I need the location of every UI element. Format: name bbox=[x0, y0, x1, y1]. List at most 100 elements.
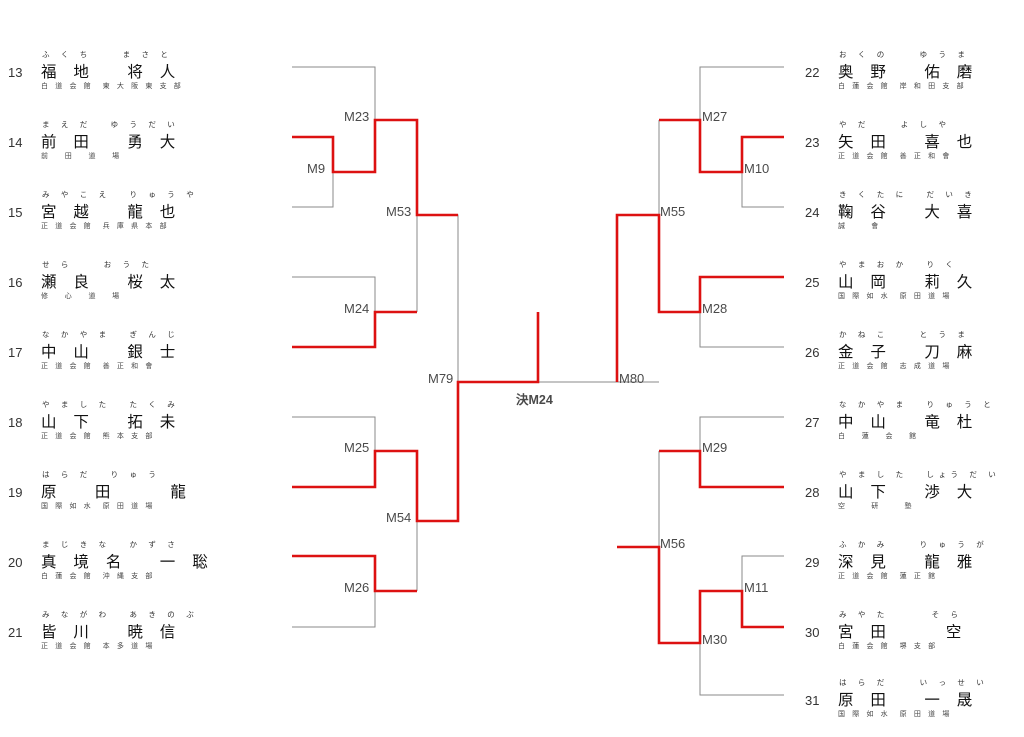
player-furigana: は ら だ い っ せ い bbox=[839, 678, 989, 687]
match-label-m26: M26 bbox=[344, 580, 369, 595]
seed-number: 23 bbox=[805, 135, 820, 150]
seed-number: 17 bbox=[8, 345, 23, 360]
player-entry: 30 み や た そ ら 宮 田 空 白 蓮 会 館 堺 支 部 bbox=[800, 610, 1020, 665]
win-left-14 bbox=[292, 118, 458, 217]
seed-number: 19 bbox=[8, 485, 23, 500]
win-left-20 bbox=[292, 554, 417, 593]
line-m9-bottom bbox=[292, 172, 334, 208]
player-furigana: は ら だ り ゅ う bbox=[42, 470, 161, 479]
player-affiliation: 正 道 会 館 本 多 道 場 bbox=[41, 642, 155, 650]
player-entry: 29 ふ か み り ゅ う が 深 見 龍 雅 正 道 会 館 蓮 正 館 bbox=[800, 540, 1020, 595]
match-label-m54: M54 bbox=[386, 510, 411, 525]
match-label-final: 決M24 bbox=[516, 392, 553, 407]
match-label-m10: M10 bbox=[744, 161, 769, 176]
player-entry: 14 ま え だ ゆ う だ い 前 田 勇 大 前 田 道 場 bbox=[0, 120, 280, 175]
player-furigana: ま じ き な か ず さ bbox=[42, 540, 180, 549]
player-entry: 23 や だ よ し や 矢 田 喜 也 正 道 会 館 善 正 和 會 bbox=[800, 120, 1020, 175]
player-furigana: き く た に だ い き bbox=[839, 190, 977, 199]
match-label-m28: M28 bbox=[702, 301, 727, 316]
line-right-22 bbox=[699, 66, 784, 120]
seed-number: 24 bbox=[805, 205, 820, 220]
player-name: 原 田 一 晟 bbox=[838, 691, 979, 709]
line-left-13 bbox=[292, 66, 376, 120]
line-left-21 bbox=[292, 591, 376, 628]
player-affiliation: 誠 會 bbox=[838, 222, 881, 230]
player-name: 福 地 将 人 bbox=[41, 63, 182, 81]
line-left-18 bbox=[292, 416, 376, 451]
player-name: 山 岡 莉 久 bbox=[838, 273, 979, 291]
player-affiliation: 白 蓮 会 館 bbox=[838, 432, 919, 440]
seed-number: 22 bbox=[805, 65, 820, 80]
seed-number: 20 bbox=[8, 555, 23, 570]
player-furigana: み な が わ あ き の ぶ bbox=[42, 610, 199, 619]
player-entry: 20 ま じ き な か ず さ 真 境 名 一 聡 白 蓮 会 館 沖 縄 支… bbox=[0, 540, 280, 595]
player-affiliation: 空 研 塾 bbox=[838, 502, 914, 510]
player-affiliation: 正 道 会 館 志 成 道 場 bbox=[838, 362, 952, 370]
seed-number: 18 bbox=[8, 415, 23, 430]
player-affiliation: 白 蓮 会 館 岸 和 田 支 部 bbox=[838, 82, 967, 90]
match-label-m79: M79 bbox=[428, 371, 453, 386]
player-entry: 27 な か や ま り ゅ う と 中 山 竜 杜 白 蓮 会 館 bbox=[800, 400, 1020, 455]
player-entry: 13 ふ く ち ま さ と 福 地 将 人 白 道 会 館 東 大 阪 東 支… bbox=[0, 50, 280, 105]
match-label-m56: M56 bbox=[660, 536, 685, 551]
player-entry: 19 は ら だ り ゅ う 原 田 龍 国 際 如 水 原 田 道 場 bbox=[0, 470, 280, 525]
player-name: 山 下 拓 未 bbox=[41, 413, 182, 431]
seed-number: 26 bbox=[805, 345, 820, 360]
line-m79-top bbox=[417, 214, 459, 382]
player-furigana: み や た そ ら bbox=[839, 610, 963, 619]
player-furigana: や だ よ し や bbox=[839, 120, 951, 129]
player-entry: 26 か ね こ と う ま 金 子 刀 麻 正 道 会 館 志 成 道 場 bbox=[800, 330, 1020, 385]
player-affiliation: 国 際 如 水 原 田 道 場 bbox=[838, 710, 952, 718]
player-furigana: や ま し た た く み bbox=[42, 400, 180, 409]
seed-number: 31 bbox=[805, 693, 820, 708]
player-furigana: ま え だ ゆ う だ い bbox=[42, 120, 180, 129]
win-right-25 bbox=[615, 213, 784, 382]
line-right-26 bbox=[699, 312, 784, 348]
win-left-19 bbox=[292, 312, 540, 523]
player-entry: 18 や ま し た た く み 山 下 拓 未 正 道 会 館 熊 本 支 部 bbox=[0, 400, 280, 455]
player-affiliation: 白 道 会 館 東 大 阪 東 支 部 bbox=[41, 82, 184, 90]
seed-number: 28 bbox=[805, 485, 820, 500]
player-entry: 21 み な が わ あ き の ぶ 皆 川 暁 信 正 道 会 館 本 多 道… bbox=[0, 610, 280, 665]
win-right-30 bbox=[617, 545, 784, 645]
player-name: 深 見 龍 雅 bbox=[838, 553, 979, 571]
player-affiliation: 正 道 会 館 善 正 和 會 bbox=[41, 362, 155, 370]
seed-number: 21 bbox=[8, 625, 23, 640]
bracket-winner-lines bbox=[292, 118, 784, 645]
player-affiliation: 国 際 如 水 原 田 道 場 bbox=[838, 292, 952, 300]
player-name: 中 山 竜 杜 bbox=[838, 413, 979, 431]
player-affiliation: 国 際 如 水 原 田 道 場 bbox=[41, 502, 155, 510]
match-label-m24: M24 bbox=[344, 301, 369, 316]
seed-number: 16 bbox=[8, 275, 23, 290]
player-affiliation: 正 道 会 館 蓮 正 館 bbox=[838, 572, 938, 580]
player-name: 中 山 銀 士 bbox=[41, 343, 182, 361]
player-name: 前 田 勇 大 bbox=[41, 133, 182, 151]
seed-number: 14 bbox=[8, 135, 23, 150]
player-affiliation: 正 道 会 館 熊 本 支 部 bbox=[41, 432, 155, 440]
player-name: 金 子 刀 麻 bbox=[838, 343, 979, 361]
player-entry: 17 な か や ま ぎ ん じ 中 山 銀 士 正 道 会 館 善 正 和 會 bbox=[0, 330, 280, 385]
line-right-29 bbox=[741, 555, 784, 591]
line-left-16 bbox=[292, 276, 376, 312]
player-affiliation: 正 道 会 館 兵 庫 県 本 部 bbox=[41, 222, 170, 230]
player-affiliation: 白 蓮 会 館 沖 縄 支 部 bbox=[41, 572, 155, 580]
player-furigana: や ま お か り く bbox=[839, 260, 958, 269]
player-name: 山 下 渉 大 bbox=[838, 483, 979, 501]
seed-number: 29 bbox=[805, 555, 820, 570]
player-furigana: や ま し た しょう だ い bbox=[839, 470, 1001, 479]
win-right-23 bbox=[659, 118, 784, 174]
match-label-m30: M30 bbox=[702, 632, 727, 647]
player-entry: 16 せ ら お う た 瀬 良 桜 太 修 心 道 場 bbox=[0, 260, 280, 315]
seed-number: 13 bbox=[8, 65, 23, 80]
seed-number: 15 bbox=[8, 205, 23, 220]
player-furigana: ふ く ち ま さ と bbox=[42, 50, 173, 59]
player-furigana: か ね こ と う ま bbox=[839, 330, 970, 339]
player-name: 鞠 谷 大 喜 bbox=[838, 203, 979, 221]
match-label-m53: M53 bbox=[386, 204, 411, 219]
line-right-27 bbox=[699, 416, 784, 451]
player-entry: 22 お く の ゆ う ま 奥 野 佑 磨 白 蓮 会 館 岸 和 田 支 部 bbox=[800, 50, 1020, 105]
match-label-m23: M23 bbox=[344, 109, 369, 124]
player-name: 矢 田 喜 也 bbox=[838, 133, 979, 151]
player-name: 奥 野 佑 磨 bbox=[838, 63, 979, 81]
